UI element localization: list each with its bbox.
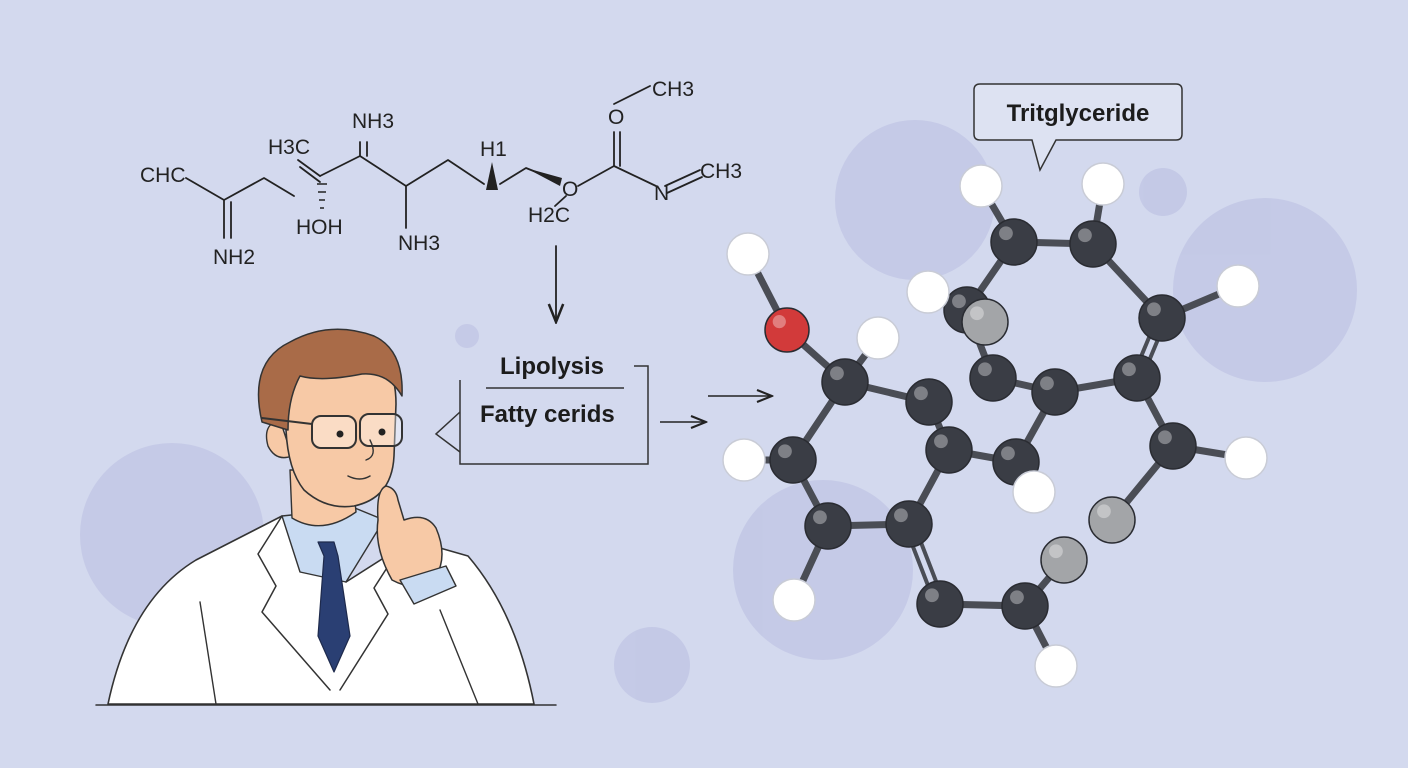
callout-label: Tritglyceride: [1007, 100, 1150, 127]
coat-arm-line: [439, 609, 479, 705]
process-box-frame: [459, 365, 649, 465]
carbon-atom: [1138, 294, 1186, 342]
hydrogen-atom: [1224, 436, 1268, 480]
label-ch3-right: CH3: [700, 160, 742, 183]
tie: [317, 541, 351, 673]
label-o-top: O: [608, 106, 624, 129]
gray-atom: [961, 298, 1009, 346]
scientist-illustration: [95, 328, 557, 706]
hydrogen-atom: [959, 164, 1003, 208]
label-hoh: HOH: [296, 216, 343, 239]
label-nh3-bottom: NH3: [398, 232, 440, 255]
carbon-atom: [1031, 368, 1079, 416]
label-chc: CHC: [140, 164, 186, 187]
process-top-label: Lipolysis: [500, 353, 604, 380]
carbon-atom: [1069, 220, 1117, 268]
gray-atom: [1088, 496, 1136, 544]
label-nh3-top: NH3: [352, 110, 394, 133]
callout-bubble: Tritglyceride: [973, 83, 1183, 173]
label-h1: H1: [480, 138, 507, 161]
label-h2c: H2C: [528, 204, 570, 227]
coat-arm-line: [199, 601, 217, 705]
oxygen-atom: [764, 307, 810, 353]
blob: [614, 627, 690, 703]
eye: [336, 430, 344, 438]
mouth: [347, 475, 371, 480]
process-box: Lipolysis Fatty cerids: [434, 353, 649, 465]
process-bottom-label: Fatty cerids: [480, 401, 615, 428]
hair: [257, 328, 403, 431]
structure-bonds: [185, 85, 703, 322]
coat-lapel-left: [257, 515, 331, 691]
carbon-atom: [925, 426, 973, 474]
carbon-atom: [769, 436, 817, 484]
label-ch3-top: CH3: [652, 78, 694, 101]
hydrogen-atom: [772, 578, 816, 622]
hydrogen-atom: [726, 232, 770, 276]
molecule-atoms: [722, 162, 1268, 688]
blob: [1139, 168, 1187, 216]
blob: [1173, 198, 1357, 382]
glasses-temple: [261, 417, 313, 425]
carbon-atom: [804, 502, 852, 550]
blob: [455, 324, 479, 348]
glasses-lens-left: [311, 415, 357, 449]
stereo-bonds: [317, 183, 327, 209]
carbon-atom: [885, 500, 933, 548]
wedge-bond: [486, 162, 498, 190]
blob: [835, 120, 995, 280]
hydrogen-atom: [1081, 162, 1125, 206]
ball-and-stick-molecule: [722, 162, 1268, 688]
eye: [378, 428, 386, 436]
hydrogen-atom: [856, 316, 900, 360]
hydrogen-atom: [1034, 644, 1078, 688]
label-n: N: [654, 182, 669, 205]
label-o-mid: O: [562, 178, 578, 201]
carbon-atom: [990, 218, 1038, 266]
hydrogen-atom: [1012, 470, 1056, 514]
process-arrows: [660, 396, 772, 422]
process-box-pointer: [434, 411, 461, 453]
hydrogen-atom: [1216, 264, 1260, 308]
callout-frame: [973, 83, 1183, 173]
hydrogen-atom: [722, 438, 766, 482]
hydrogen-atom: [906, 270, 950, 314]
label-h3c: H3C: [268, 136, 310, 159]
carbon-atom: [1113, 354, 1161, 402]
background-blobs: [80, 120, 1357, 703]
carbon-atom: [821, 358, 869, 406]
carbon-atom: [1001, 582, 1049, 630]
nose: [365, 439, 374, 461]
carbon-atom: [916, 580, 964, 628]
carbon-atom: [1149, 422, 1197, 470]
label-nh2: NH2: [213, 246, 255, 269]
carbon-atom: [905, 378, 953, 426]
gray-atom: [1040, 536, 1088, 584]
shirt-cuff: [399, 565, 457, 605]
wedge-bond: [526, 168, 562, 186]
skeletal-structure: CHC NH2 H3C HOH NH3 NH3 H1 O H2C O CH3 N…: [140, 78, 742, 322]
carbon-atom: [969, 354, 1017, 402]
